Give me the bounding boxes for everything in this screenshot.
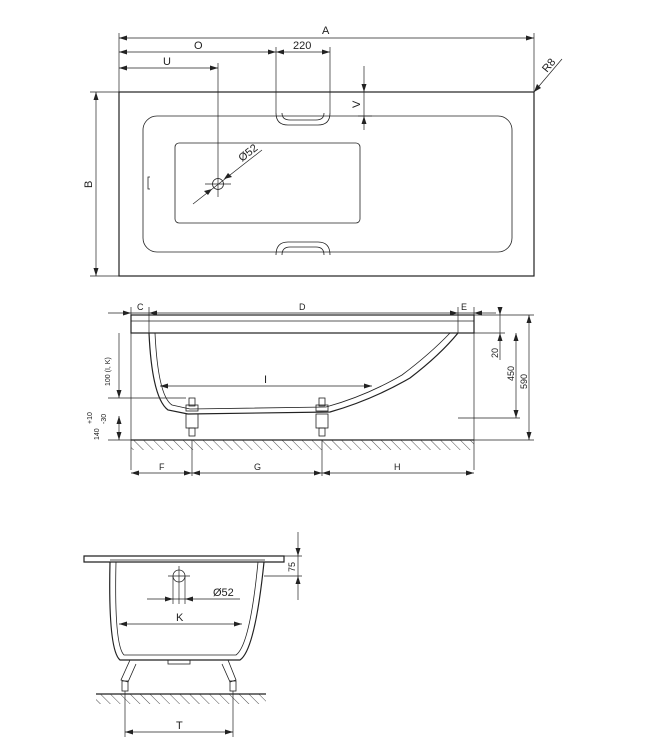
handle-bottom [275,241,331,256]
dim-label-I: I [264,374,267,386]
dim-label-U: U [163,56,171,68]
rim-section [130,314,475,334]
dim-label-K: K [176,612,184,624]
dim-label-end-drain: Ø52 [213,587,234,599]
dim-label-H: H [394,462,401,472]
basin-bottom-outline [174,142,361,224]
foot-left [185,397,199,441]
dim-label-20: 20 [490,348,500,358]
dim-label-C: C [137,302,144,312]
dim-label-450: 450 [506,366,516,381]
dim-label-O: O [194,40,203,52]
end-body [109,561,265,661]
basin-outline [142,115,513,253]
dim-label-tol-minus: -30 [101,414,108,424]
side-view: C D E I F G H 20 450 [87,302,534,476]
dim-label-T: T [176,720,183,732]
top-view: Ø52 A O 220 U V R8 [83,25,563,277]
dim-label-R8: R8 [540,56,558,74]
bathtub-outline [118,91,535,277]
dim-label-75: 75 [287,562,297,572]
dim-label-A: A [322,25,330,37]
dim-label-F: F [159,462,165,472]
dim-label-E: E [461,302,467,312]
end-legs [120,659,237,692]
end-drain-icon [168,566,190,604]
end-view: Ø52 75 K T [83,532,302,737]
dim-label-V: V [351,100,363,108]
dim-label-220: 220 [293,40,311,52]
dim-label-140: 140 [94,428,101,440]
dim-label-G: G [254,462,261,472]
end-floor-hatching [96,694,266,704]
overflow-icon [147,176,150,190]
dim-label-B: B [83,181,95,188]
dim-label-tol-plus: +10 [87,412,94,424]
dim-label-590: 590 [519,374,529,389]
end-rim [83,555,285,563]
floor-hatching [131,440,474,450]
handle-top [275,112,331,126]
dim-label-100: 100 (I, K) [105,357,112,386]
foot-right [315,397,329,441]
dim-label-D: D [299,302,306,312]
tub-profile [148,332,459,415]
